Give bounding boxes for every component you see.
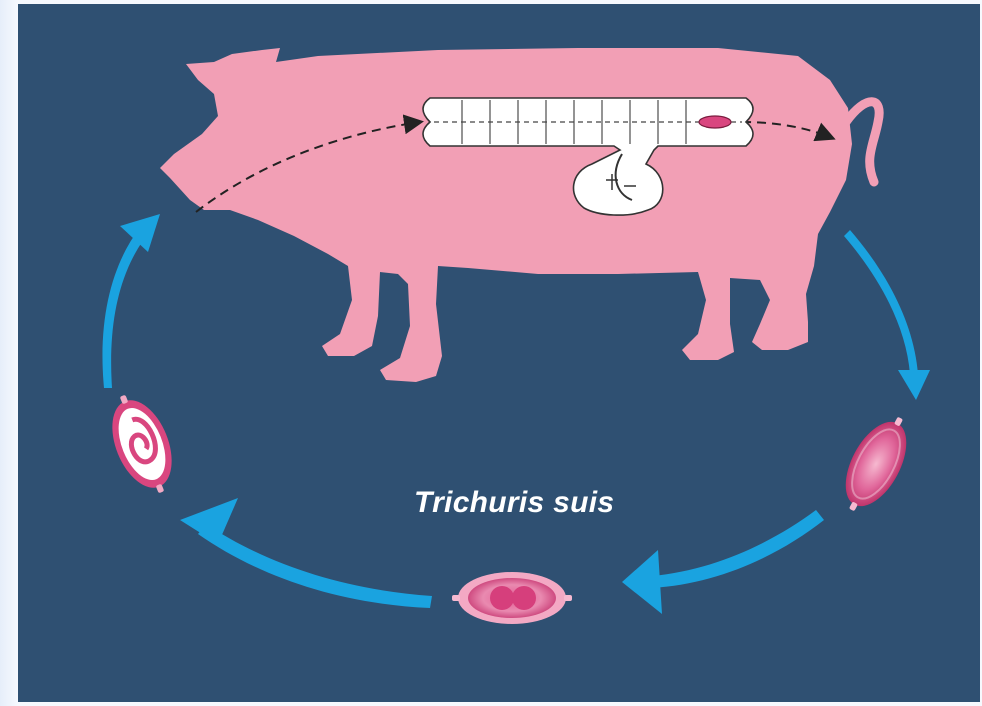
arrow-to-unembryonated-egg-icon	[844, 230, 930, 400]
arrow-to-two-cell-egg-icon	[622, 510, 824, 614]
unembryonated-egg-icon	[830, 407, 921, 521]
embryonated-egg-icon	[98, 386, 185, 502]
diagram-panel: Trichuris suis	[18, 4, 980, 702]
arrow-to-pig-icon	[102, 214, 160, 388]
two-cell-egg-icon	[452, 572, 572, 624]
diagram-title: Trichuris suis	[414, 486, 614, 520]
life-cycle-diagram	[18, 4, 980, 702]
arrow-to-embryonated-egg-icon	[180, 498, 432, 608]
